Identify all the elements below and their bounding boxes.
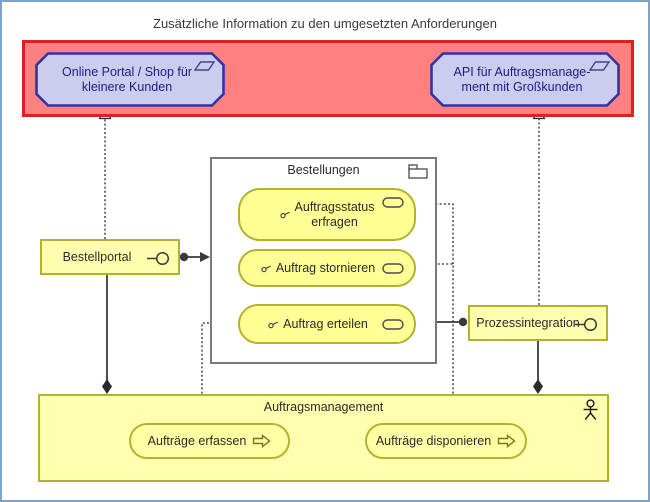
composition-prozessintegration-auftragsmanagement (533, 341, 543, 394)
service-oval-icon (382, 263, 404, 274)
requirement-octagon-shape (430, 52, 620, 107)
requirement-label: API für Auftragsmanage- ment mit Großkun… (453, 64, 591, 94)
process-arrow-icon (253, 434, 271, 448)
diagram-title: Zusätzliche Information zu den umgesetzt… (153, 16, 497, 31)
assignment-bestellportal-to-bestellungen (179, 252, 210, 262)
component-label: Bestellportal (62, 249, 132, 264)
parallelogram-icon (589, 61, 610, 71)
service-label: Auftragsstatus erfragen (294, 199, 375, 229)
service-label: Auftrag stornieren (275, 260, 376, 275)
folder-icon (408, 164, 428, 179)
interface-lollipop-icon (147, 251, 170, 266)
composition-bestellportal-auftragsmanagement (102, 275, 112, 394)
bestellungen-group[interactable]: Bestellungen Auftragsstatus erfragen Auf… (210, 157, 437, 364)
requirement-octagon-shape (35, 52, 225, 107)
process-auftraege-disponieren[interactable]: Aufträge disponieren (365, 423, 527, 459)
service-auftrag-stornieren[interactable]: Auftrag stornieren (238, 249, 416, 287)
requirements-highlight-group[interactable]: Online Portal / Shop für kleinere Kunden… (22, 40, 634, 117)
parallelogram-icon (194, 61, 215, 71)
reference-marker-icon (279, 211, 290, 219)
requirement-api-auftragsmanagement[interactable]: API für Auftragsmanage- ment mit Großkun… (430, 52, 620, 107)
realization-bestellportal-to-online-portal (98, 106, 112, 239)
actor-icon (583, 399, 598, 420)
auftragsmanagement-title: Auftragsmanagement (263, 400, 384, 414)
interface-lollipop-icon (575, 317, 598, 332)
component-label: Prozessintegration (476, 315, 580, 330)
process-label: Aufträge disponieren (375, 433, 492, 448)
process-arrow-icon (497, 434, 516, 448)
requirement-label: Online Portal / Shop für kleinere Kunden (62, 64, 192, 94)
reference-marker-icon (268, 321, 278, 328)
process-auftraege-erfassen[interactable]: Aufträge erfassen (129, 423, 290, 459)
auftragsmanagement-box[interactable]: Auftragsmanagement Aufträge erfassen Auf… (38, 394, 609, 482)
service-oval-icon (382, 319, 404, 330)
component-prozessintegration[interactable]: Prozessintegration (468, 305, 608, 341)
service-oval-icon (382, 197, 404, 208)
realization-prozessintegration-to-api (532, 106, 546, 305)
requirement-online-portal[interactable]: Online Portal / Shop für kleinere Kunden (35, 52, 225, 107)
service-auftrag-erteilen[interactable]: Auftrag erteilen (238, 304, 416, 344)
service-label: Auftrag erteilen (283, 316, 368, 331)
reference-marker-icon (261, 265, 271, 272)
service-auftragsstatus-erfragen[interactable]: Auftragsstatus erfragen (238, 188, 416, 241)
process-label: Aufträge erfassen (147, 433, 247, 448)
bestellungen-group-title: Bestellungen (287, 163, 360, 177)
component-bestellportal[interactable]: Bestellportal (40, 239, 180, 275)
